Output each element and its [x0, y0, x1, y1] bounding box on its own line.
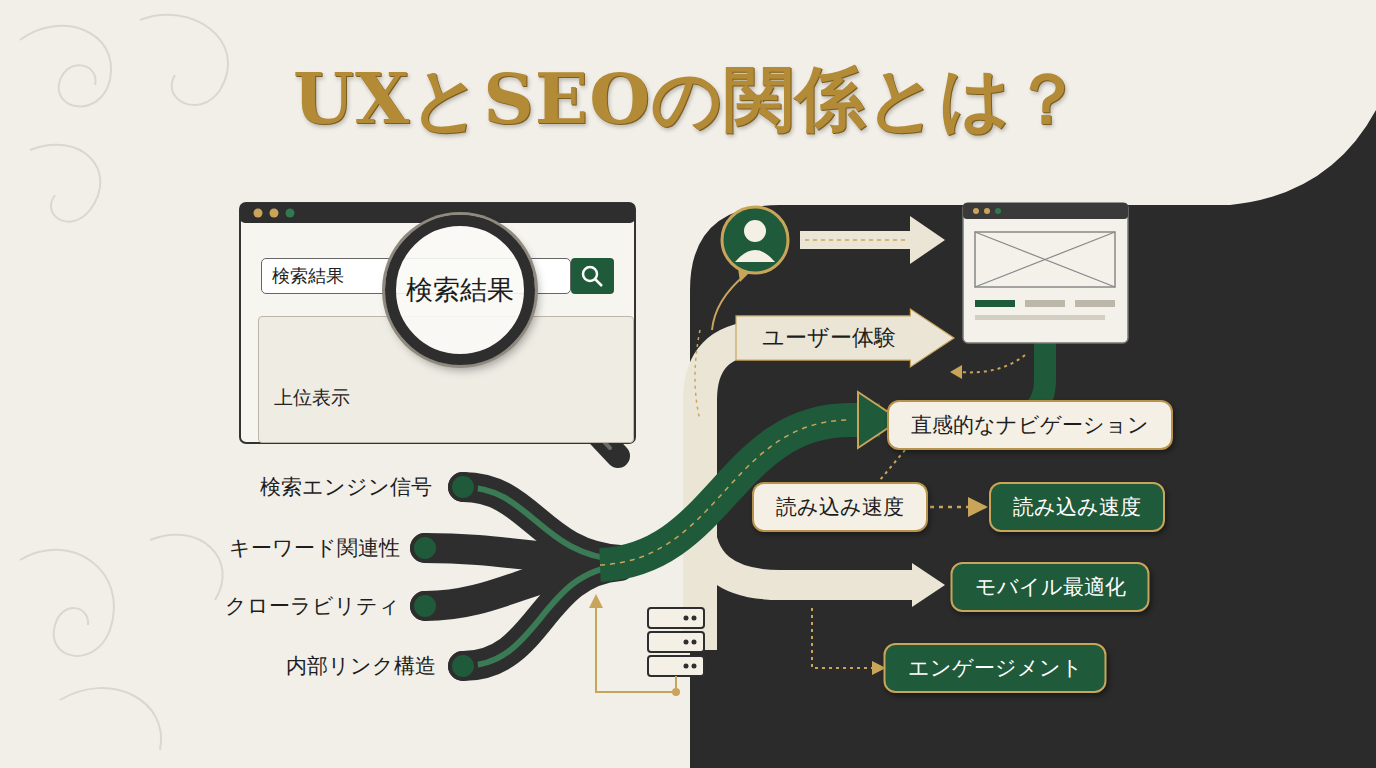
feature-pill: モバイル最適化 [951, 562, 1150, 612]
search-icon [595, 279, 602, 286]
window-dot [286, 209, 295, 218]
node-text: 検索結果 [406, 272, 514, 308]
user-icon [744, 220, 766, 242]
leader-line [960, 355, 1025, 372]
arrow-head [589, 594, 603, 608]
arrow-band: ユーザー体験 [736, 309, 954, 367]
browser-window [240, 203, 635, 443]
magnifier-lens: 検索結果 [385, 215, 535, 365]
connector [930, 506, 986, 509]
user-icon [735, 250, 775, 262]
image-placeholder [975, 232, 1115, 287]
signal-label: 検索エンジン信号 [260, 473, 432, 501]
flow-line [805, 239, 905, 241]
node-text: 上位表示 [274, 386, 350, 408]
user-arrow [800, 231, 915, 249]
node-text: ユーザー体験 [762, 325, 896, 350]
image-placeholder [975, 232, 1115, 287]
node-text: 直感的なナビゲーション [911, 413, 1149, 437]
leader-line [812, 608, 875, 668]
leader-line [695, 330, 700, 420]
page-mockup [963, 203, 1128, 343]
feature-pill: エンゲージメント [884, 643, 1107, 693]
title: UXとSEOの関係とは？ [293, 53, 1083, 147]
node-text: 読み込み速度 [776, 495, 904, 519]
node-text: モバイル最適化 [975, 575, 1126, 599]
swirl-ornament [20, 15, 228, 750]
page-block [1025, 300, 1065, 307]
user-arrow [910, 216, 945, 264]
signal-label: クローラビリティ [225, 592, 400, 620]
node-text: エンゲージメント [908, 656, 1083, 680]
signal-label: キーワード関連性 [229, 534, 400, 562]
search-icon [583, 267, 597, 281]
signal-tube [425, 487, 620, 666]
window-dot [995, 208, 1001, 214]
signal-label: 内部リンク構造 [286, 652, 436, 680]
server-icon [648, 608, 704, 676]
server-link [596, 605, 676, 692]
feature-pill: 読み込み速度 [989, 482, 1165, 532]
arrow-head [912, 563, 945, 607]
page-block [1075, 300, 1115, 307]
node-text: 読み込み速度 [1013, 495, 1141, 519]
user-icon [722, 207, 788, 273]
leader-line [880, 450, 905, 480]
page-bar [963, 203, 1128, 219]
junction-dot [672, 688, 680, 696]
signal-dot [412, 474, 476, 679]
feature-pill: 読み込み速度 [752, 482, 928, 532]
search-button [571, 258, 614, 294]
window-dot [254, 209, 263, 218]
window-dot [973, 208, 979, 214]
node-text: 検索結果 [272, 265, 344, 286]
arrow-shape [736, 309, 954, 367]
image-placeholder [975, 232, 1115, 287]
page-block [975, 300, 1015, 307]
window-dot [270, 209, 279, 218]
window-dot [984, 208, 990, 214]
page-block [975, 315, 1105, 320]
feature-pill: 直感的なナビゲーション [887, 400, 1173, 450]
arrow-head [950, 365, 962, 379]
